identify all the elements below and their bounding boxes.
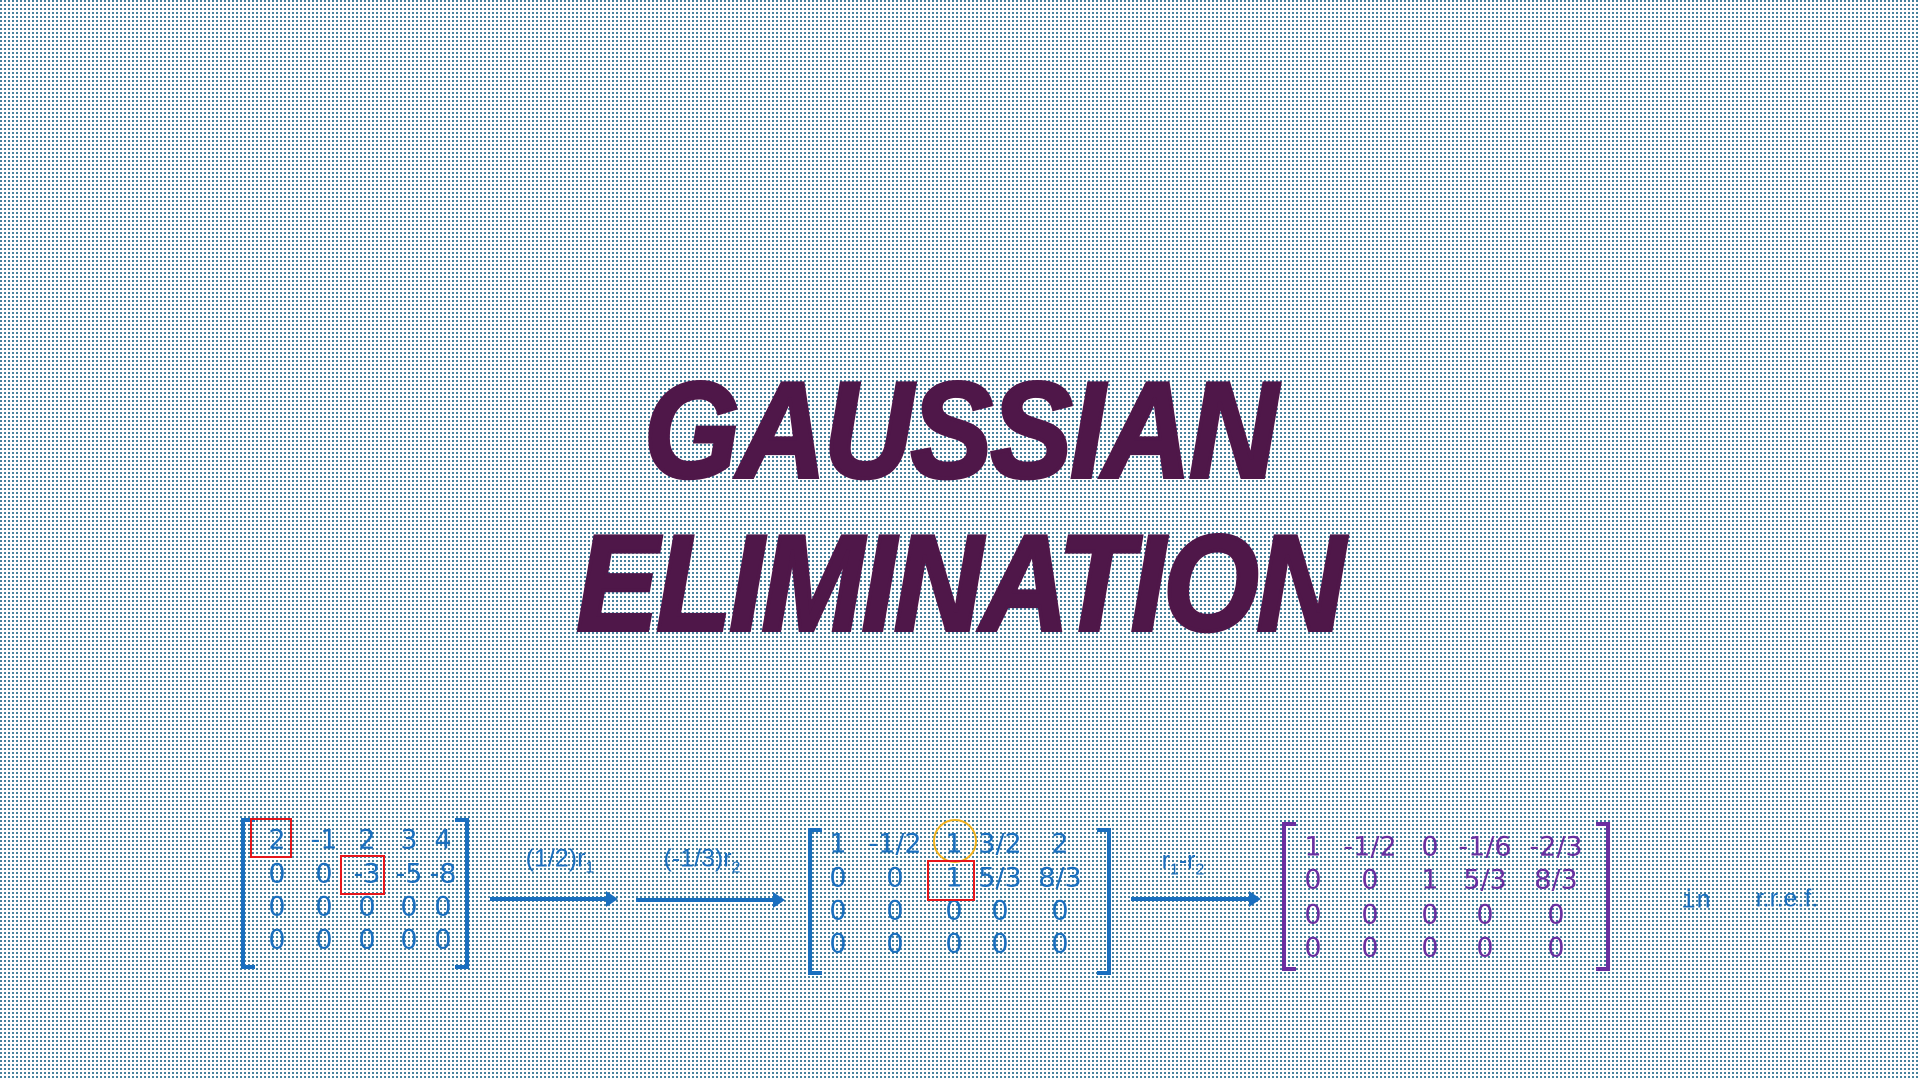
matrix1-cell: 0	[268, 858, 286, 890]
operation-r1-minus-r2: r1-r2	[1162, 847, 1205, 880]
matrix3-cell: 0	[1361, 864, 1379, 896]
pivot-box-3	[927, 860, 975, 901]
matrix3-cell: 5/3	[1463, 864, 1507, 896]
title-line-2: ELIMINATION	[575, 507, 1347, 659]
matrix2-cell: 0	[945, 895, 963, 927]
op1-text: (1/2)r	[525, 844, 586, 873]
matrix-3-right-bracket	[1596, 822, 1610, 971]
matrix3-cell: 0	[1421, 831, 1439, 863]
matrix3-cell: 1	[1304, 831, 1322, 863]
matrix1-cell: 0	[315, 858, 333, 890]
matrix2-cell: 1	[945, 862, 963, 894]
op3-a: r	[1161, 846, 1170, 875]
matrix3-cell: -1/2	[1343, 831, 1397, 863]
rref-label: r.r.e.f.	[1755, 884, 1819, 913]
matrix1-cell: 0	[315, 924, 333, 956]
matrix1-cell: 0	[358, 924, 376, 956]
matrix3-cell: 0	[1304, 899, 1322, 931]
matrix1-cell: 0	[434, 891, 452, 923]
matrix2-cell: 0	[829, 895, 847, 927]
matrix2-cell: 0	[829, 862, 847, 894]
matrix-1-left-bracket	[241, 818, 255, 969]
matrix3-cell: 0	[1421, 932, 1439, 964]
matrix3-cell: 0	[1304, 932, 1322, 964]
op3-a-sub: 1	[1169, 861, 1179, 879]
matrix-3-left-bracket	[1282, 822, 1296, 971]
matrix2-cell: 2	[1051, 828, 1069, 860]
op3-b-sub: 2	[1195, 861, 1205, 879]
matrix1-cell: 2	[358, 824, 376, 856]
matrix3-cell: 8/3	[1534, 864, 1578, 896]
matrix1-cell: -3	[353, 858, 381, 890]
matrix1-cell: 3	[400, 824, 418, 856]
matrix1-cell: -5	[395, 858, 423, 890]
title-line-1: GAUSSIAN	[642, 354, 1279, 506]
matrix3-cell: 0	[1547, 932, 1565, 964]
matrix-1-right-bracket	[455, 818, 469, 969]
matrix2-cell: 0	[991, 928, 1009, 960]
matrix2-cell: 1	[829, 828, 847, 860]
pivot-box-1	[250, 818, 292, 858]
matrix1-cell: 0	[400, 924, 418, 956]
in-label: in	[1680, 884, 1712, 914]
matrix3-cell: 0	[1304, 864, 1322, 896]
matrix1-cell: -1	[310, 824, 338, 856]
matrix2-cell: -1/2	[868, 828, 922, 860]
matrix2-cell: 8/3	[1038, 862, 1082, 894]
matrix3-cell: 0	[1361, 899, 1379, 931]
matrix3-cell: 0	[1421, 899, 1439, 931]
matrix2-cell: 0	[886, 895, 904, 927]
matrix1-cell: 0	[315, 891, 333, 923]
matrix2-cell: 0	[886, 862, 904, 894]
op1-sub: 1	[585, 859, 595, 877]
op3-b: r	[1187, 846, 1196, 875]
operation-half-r1: (1/2)r1	[526, 845, 595, 878]
matrix-2-right-bracket	[1097, 828, 1111, 975]
matrix2-cell: 0	[991, 895, 1009, 927]
matrix1-cell: 4	[434, 824, 452, 856]
matrix-2-left-bracket	[808, 828, 822, 975]
matrix3-cell: 0	[1361, 932, 1379, 964]
matrix2-cell: 0	[945, 928, 963, 960]
op2-text: (-1/3)r	[663, 844, 732, 873]
matrix2-cell: 0	[886, 928, 904, 960]
matrix1-cell: 0	[358, 891, 376, 923]
matrix3-cell: -1/6	[1458, 831, 1512, 863]
matrix3-cell: 0	[1476, 932, 1494, 964]
matrix2-cell: 0	[1051, 895, 1069, 927]
matrix2-cell: 5/3	[978, 862, 1022, 894]
matrix1-cell: 0	[268, 924, 286, 956]
matrix1-cell: 0	[268, 891, 286, 923]
matrix2-cell: 0	[829, 928, 847, 960]
arrow-3	[1131, 891, 1261, 907]
arrow-2	[636, 892, 785, 908]
matrix3-cell: 1	[1421, 864, 1439, 896]
matrix3-cell: 0	[1476, 899, 1494, 931]
arrow-1	[490, 891, 618, 907]
matrix2-cell: 0	[1051, 928, 1069, 960]
pivot-box-2	[340, 855, 385, 895]
matrix1-cell: 0	[434, 924, 452, 956]
matrix3-cell: -2/3	[1529, 831, 1583, 863]
operation-neg-third-r2: (-1/3)r2	[664, 845, 741, 878]
op3-minus: -	[1178, 846, 1188, 875]
op2-sub: 2	[731, 859, 741, 877]
matrix1-cell: 2	[268, 824, 286, 856]
matrix1-cell: 0	[400, 891, 418, 923]
matrix3-cell: 0	[1547, 899, 1565, 931]
matrix2-cell: 3/2	[978, 828, 1022, 860]
matrix1-cell: -8	[429, 858, 457, 890]
highlight-circle	[933, 819, 977, 863]
